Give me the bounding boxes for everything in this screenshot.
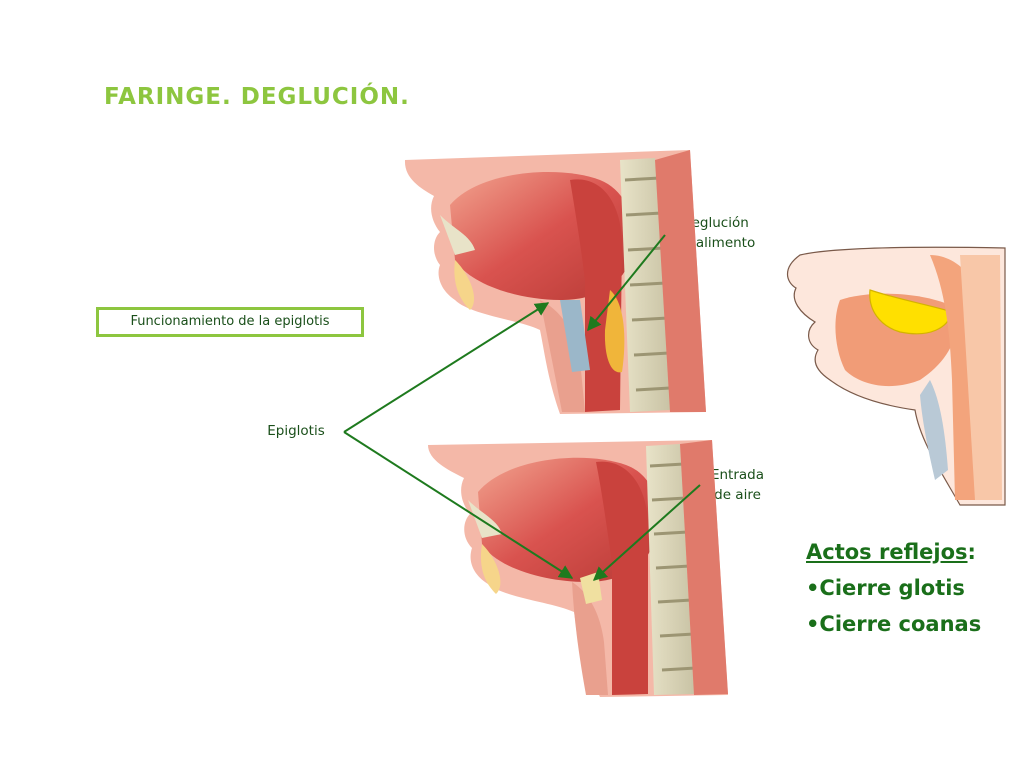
reflex-acts-list: Actos reflejos: •Cierre glotis •Cierre c… xyxy=(806,534,981,642)
reflex-acts-colon: : xyxy=(967,540,976,564)
arrow-food-swallow xyxy=(587,234,666,332)
page-title: FARINGE. DEGLUCIÓN. xyxy=(104,84,410,110)
reflex-acts-heading: Actos reflejos xyxy=(806,540,968,564)
annotation-arrows xyxy=(343,234,701,581)
arrow-air-entry xyxy=(592,484,701,581)
sagittal-head-swallowing xyxy=(404,150,706,414)
reflex-acts-heading-row: Actos reflejos: xyxy=(806,534,981,570)
reflex-item-glottis: •Cierre glotis xyxy=(806,576,965,600)
arrow-epiglottis-top xyxy=(343,302,550,433)
arrow-epiglottis-bottom xyxy=(343,431,574,579)
schematic-airway-diagram xyxy=(786,246,1006,506)
swallow-food-label-line1: Deglución xyxy=(681,215,749,231)
reflex-item-choanae: •Cierre coanas xyxy=(806,612,982,636)
air-entry-label: Entrada de aire xyxy=(690,465,785,505)
epiglottis-label: Epiglotis xyxy=(267,423,325,439)
epiglottis-function-box: Funcionamiento de la epiglotis xyxy=(96,307,364,337)
sagittal-head-breathing xyxy=(428,440,728,697)
air-entry-label-line1: Entrada xyxy=(710,467,765,483)
air-entry-label-line2: de aire xyxy=(714,487,761,503)
